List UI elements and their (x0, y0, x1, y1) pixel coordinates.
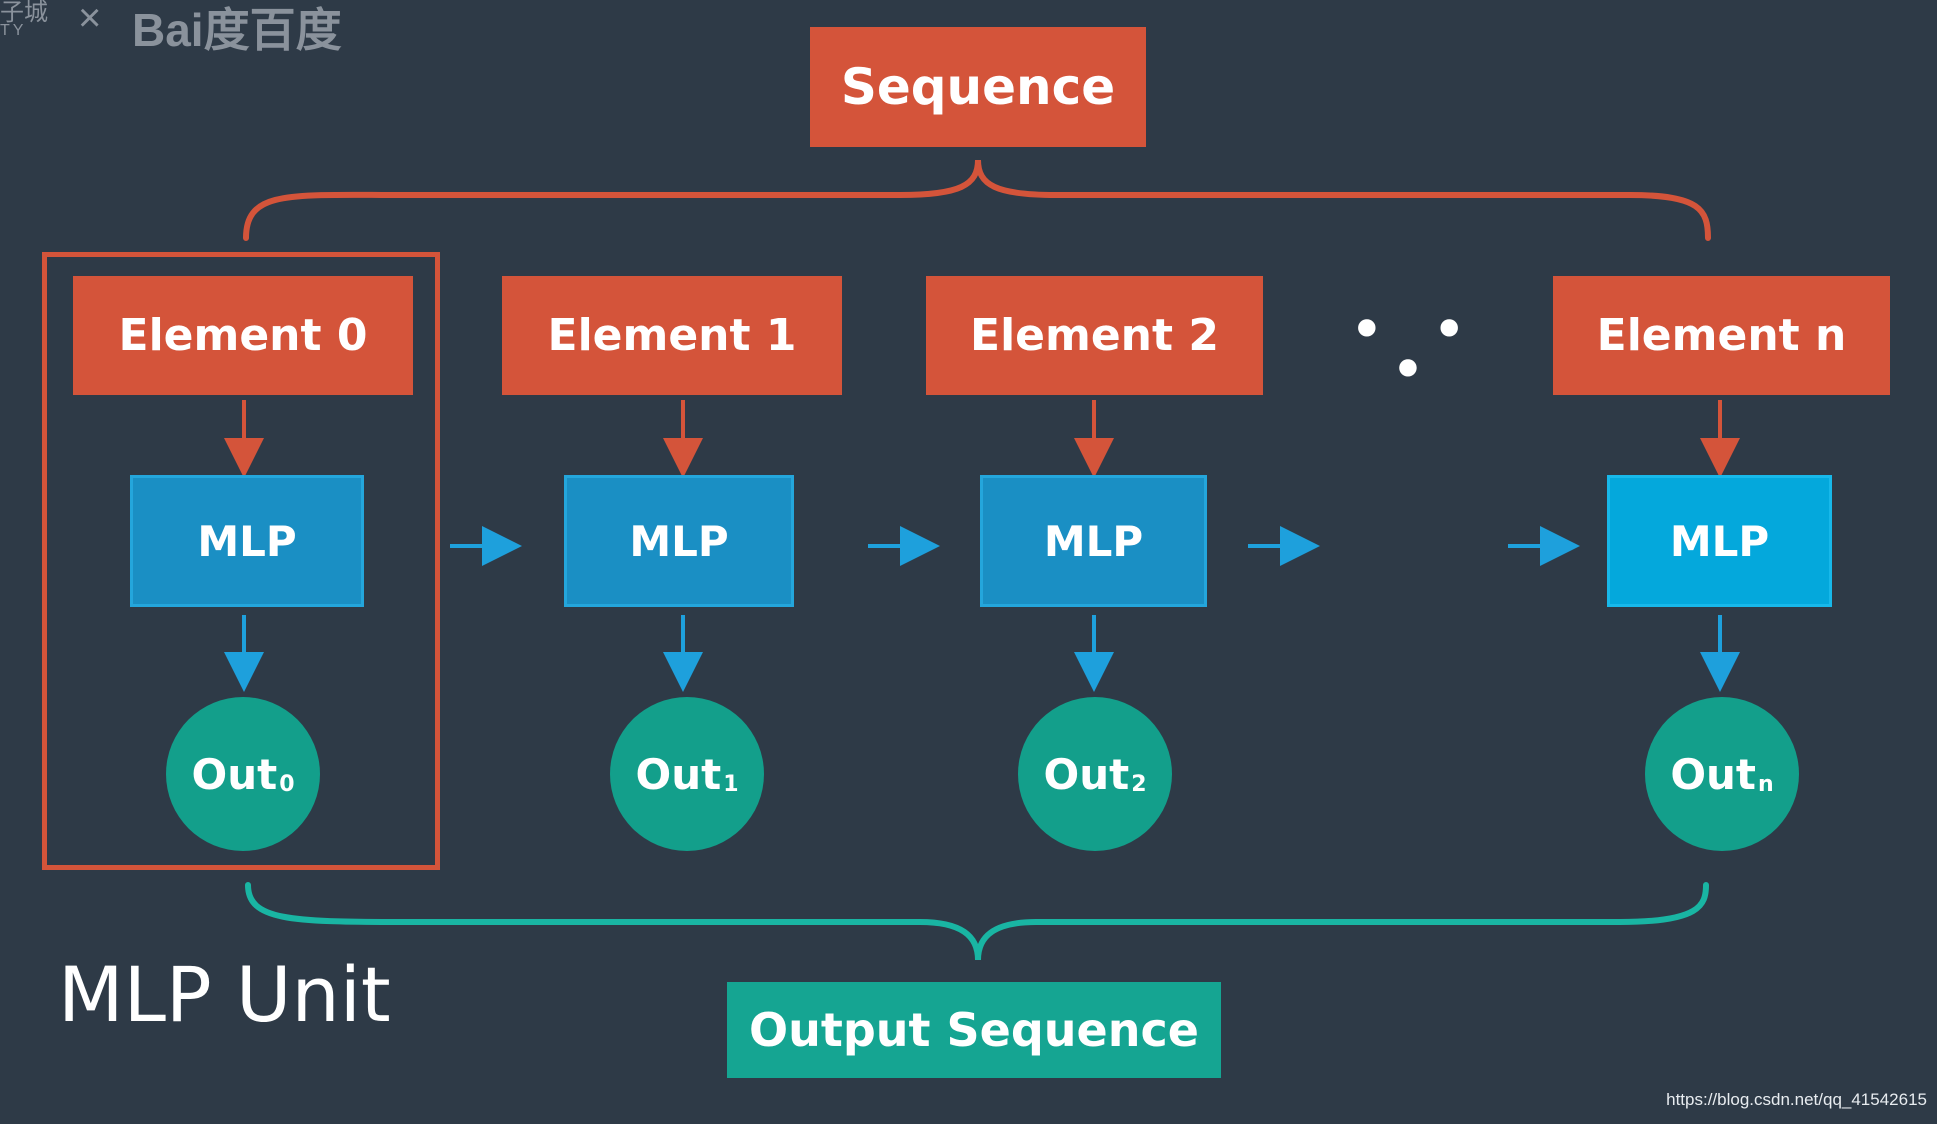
output-label: Out (1043, 749, 1130, 799)
mlp-box-n: MLP (1607, 475, 1832, 607)
watermark-cn-text: 子城 (0, 0, 48, 26)
output-label: Out (635, 749, 722, 799)
top-brace (243, 159, 1711, 241)
watermark-ty-text: TY (0, 22, 27, 39)
element-box-1: Element 1 (502, 276, 842, 395)
output-subscript: 2 (1131, 771, 1147, 797)
element-box-n: Element n (1553, 276, 1890, 395)
mlp-unit-label: MLP Unit (58, 950, 391, 1039)
ellipsis: • • • (1349, 295, 1481, 405)
source-credit: https://blog.csdn.net/qq_41542615 (1666, 1090, 1927, 1109)
output-subscript: 0 (279, 771, 295, 797)
close-icon: × (78, 0, 102, 40)
mlp-box-0: MLP (130, 475, 364, 607)
bottom-brace (245, 882, 1709, 961)
baidu-logo: Bai度百度 (132, 4, 342, 56)
element-box-2: Element 2 (926, 276, 1263, 395)
output-sequence-box: Output Sequence (727, 982, 1221, 1078)
mlp-box-2: MLP (980, 475, 1207, 607)
mlp-box-1: MLP (564, 475, 794, 607)
watermark: 子城 TY × Bai度百度 (0, 0, 380, 56)
output-label: Out (191, 749, 278, 799)
output-label: Out (1670, 749, 1756, 799)
mlp-unit-frame (42, 252, 440, 870)
element-box-0: Element 0 (73, 276, 413, 395)
sequence-box: Sequence (810, 27, 1146, 147)
output-subscript: n (1758, 771, 1774, 797)
output-subscript: 1 (723, 771, 739, 797)
